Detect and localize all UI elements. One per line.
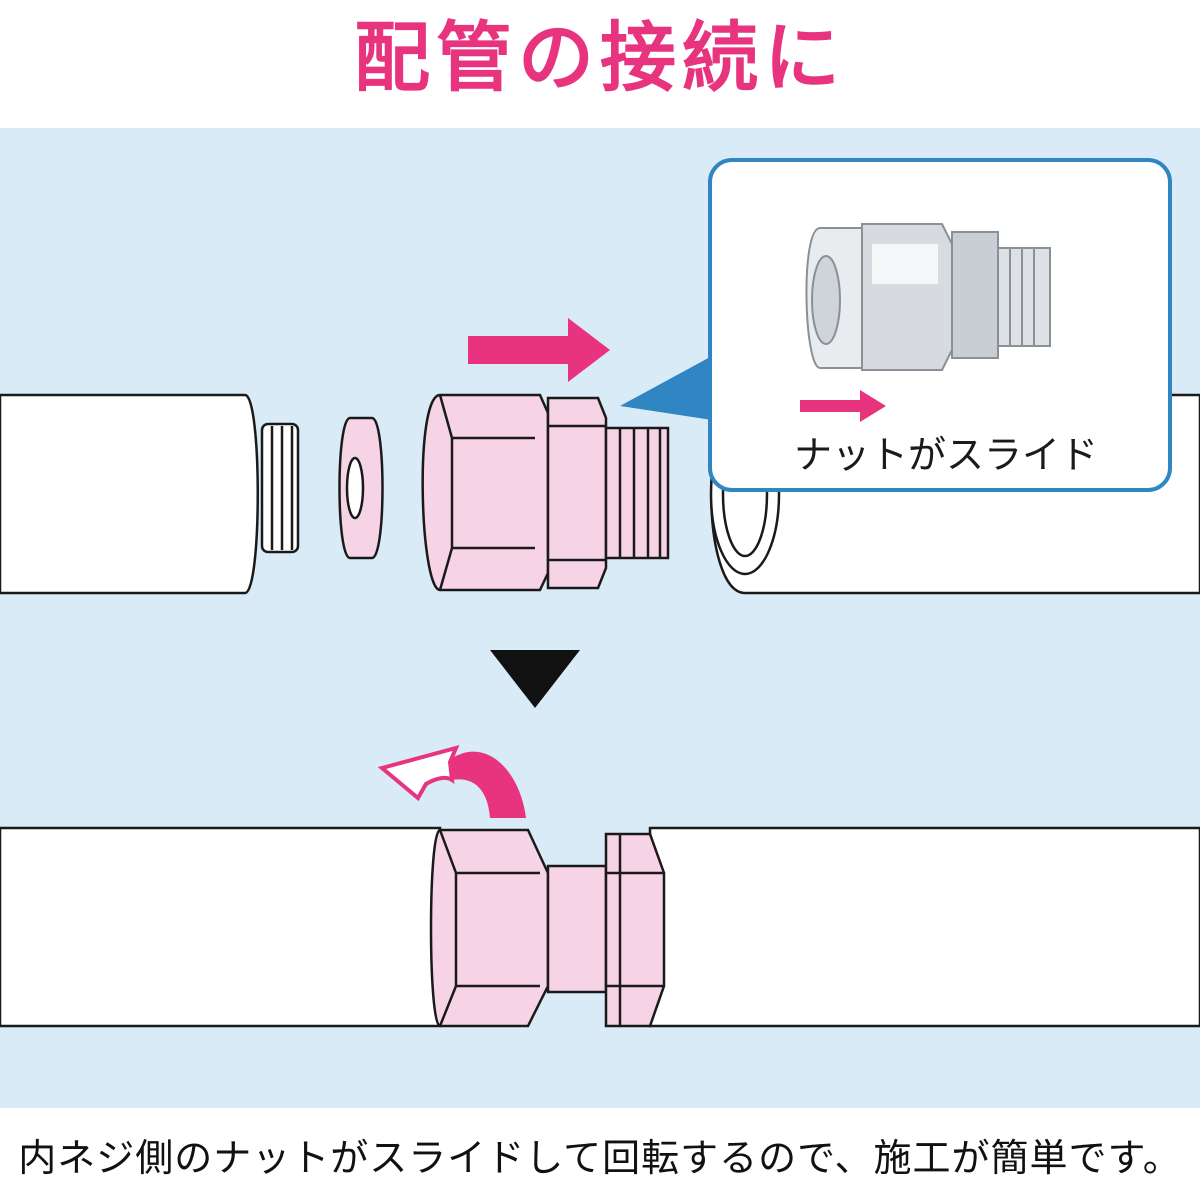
assembled-view — [0, 826, 1200, 1028]
description-caption: 内ネジ側のナットがスライドして回転するので、施工が簡単です。 — [18, 1136, 1182, 1180]
page-title: 配管の接続に — [354, 13, 846, 102]
down-triangle-icon — [490, 650, 580, 708]
packing-washer — [338, 416, 384, 560]
left-pipe-thread — [260, 422, 300, 554]
arrow-right-icon — [468, 318, 610, 382]
assembled-fitting — [429, 828, 666, 1028]
callout-box: ナットがスライド — [708, 158, 1172, 492]
callout-label: ナットがスライド — [794, 433, 1098, 477]
assembled-left-pipe — [0, 826, 442, 1028]
left-pipe — [0, 393, 259, 595]
assembled-right-pipe — [648, 826, 1200, 1028]
diagram-panel: ナットがスライド — [0, 128, 1200, 1108]
chrome-fitting-illustration — [805, 223, 1051, 371]
adapter-fitting — [421, 393, 670, 592]
rotate-arrow-icon — [377, 744, 526, 818]
callout-pointer — [620, 356, 712, 420]
callout-arrow-right-icon — [800, 390, 886, 422]
